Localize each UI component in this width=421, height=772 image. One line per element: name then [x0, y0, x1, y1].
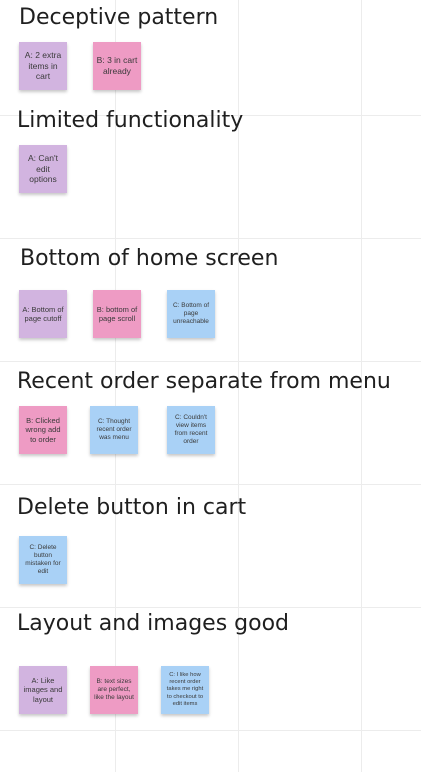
sticky-note-text: B: bottom of page scroll	[96, 304, 138, 323]
sticky-note[interactable]: B: bottom of page scroll	[93, 290, 141, 338]
sticky-note[interactable]: C: Bottom of page unreachable	[167, 290, 215, 338]
sticky-note-text: C: Delete button mistaken for edit	[25, 543, 61, 576]
sticky-note[interactable]: A: Like images and layout	[19, 666, 67, 714]
sticky-note-text: B: 3 in cart already	[96, 55, 138, 76]
sticky-note[interactable]: C: I like how recent order takes me righ…	[161, 666, 209, 714]
sticky-note-text: B: Clicked wrong add to order	[25, 415, 61, 444]
sticky-note-text: A: Like images and layout	[23, 675, 63, 704]
sticky-note-text: C: I like how recent order takes me righ…	[166, 671, 204, 707]
sticky-note-text: A: Bottom of page cutoff	[22, 304, 64, 323]
sticky-note-text: C: Thought recent order was menu	[96, 417, 132, 442]
group-title-layout-and-images-good: Layout and images good	[17, 611, 289, 636]
sticky-note-text: A: 2 extra items in cart	[24, 50, 62, 82]
sticky-note-text: A: Can't edit options	[28, 153, 58, 185]
sticky-note[interactable]: C: Couldn't view items from recent order	[167, 406, 215, 454]
sticky-note[interactable]: B: text sizes are perfect, like the layo…	[90, 666, 138, 714]
sticky-note[interactable]: A: 2 extra items in cart	[19, 42, 67, 90]
group-title-recent-order-separate-from-menu: Recent order separate from menu	[17, 369, 391, 394]
sticky-note-text: B: text sizes are perfect, like the layo…	[94, 677, 134, 702]
group-title-limited-functionality: Limited functionality	[17, 108, 244, 133]
sticky-note[interactable]: B: 3 in cart already	[93, 42, 141, 90]
sticky-note[interactable]: C: Thought recent order was menu	[90, 406, 138, 454]
group-title-delete-button-in-cart: Delete button in cart	[17, 495, 247, 520]
sticky-note-text: C: Bottom of page unreachable	[172, 301, 210, 326]
sticky-note[interactable]: C: Delete button mistaken for edit	[19, 536, 67, 584]
sticky-note-text: C: Couldn't view items from recent order	[174, 413, 208, 446]
sticky-note[interactable]: B: Clicked wrong add to order	[19, 406, 67, 454]
sticky-note[interactable]: A: Bottom of page cutoff	[19, 290, 67, 338]
group-title-bottom-of-home-screen: Bottom of home screen	[20, 246, 279, 271]
group-title-deceptive-pattern: Deceptive pattern	[19, 5, 219, 30]
sticky-note[interactable]: A: Can't edit options	[19, 145, 67, 193]
